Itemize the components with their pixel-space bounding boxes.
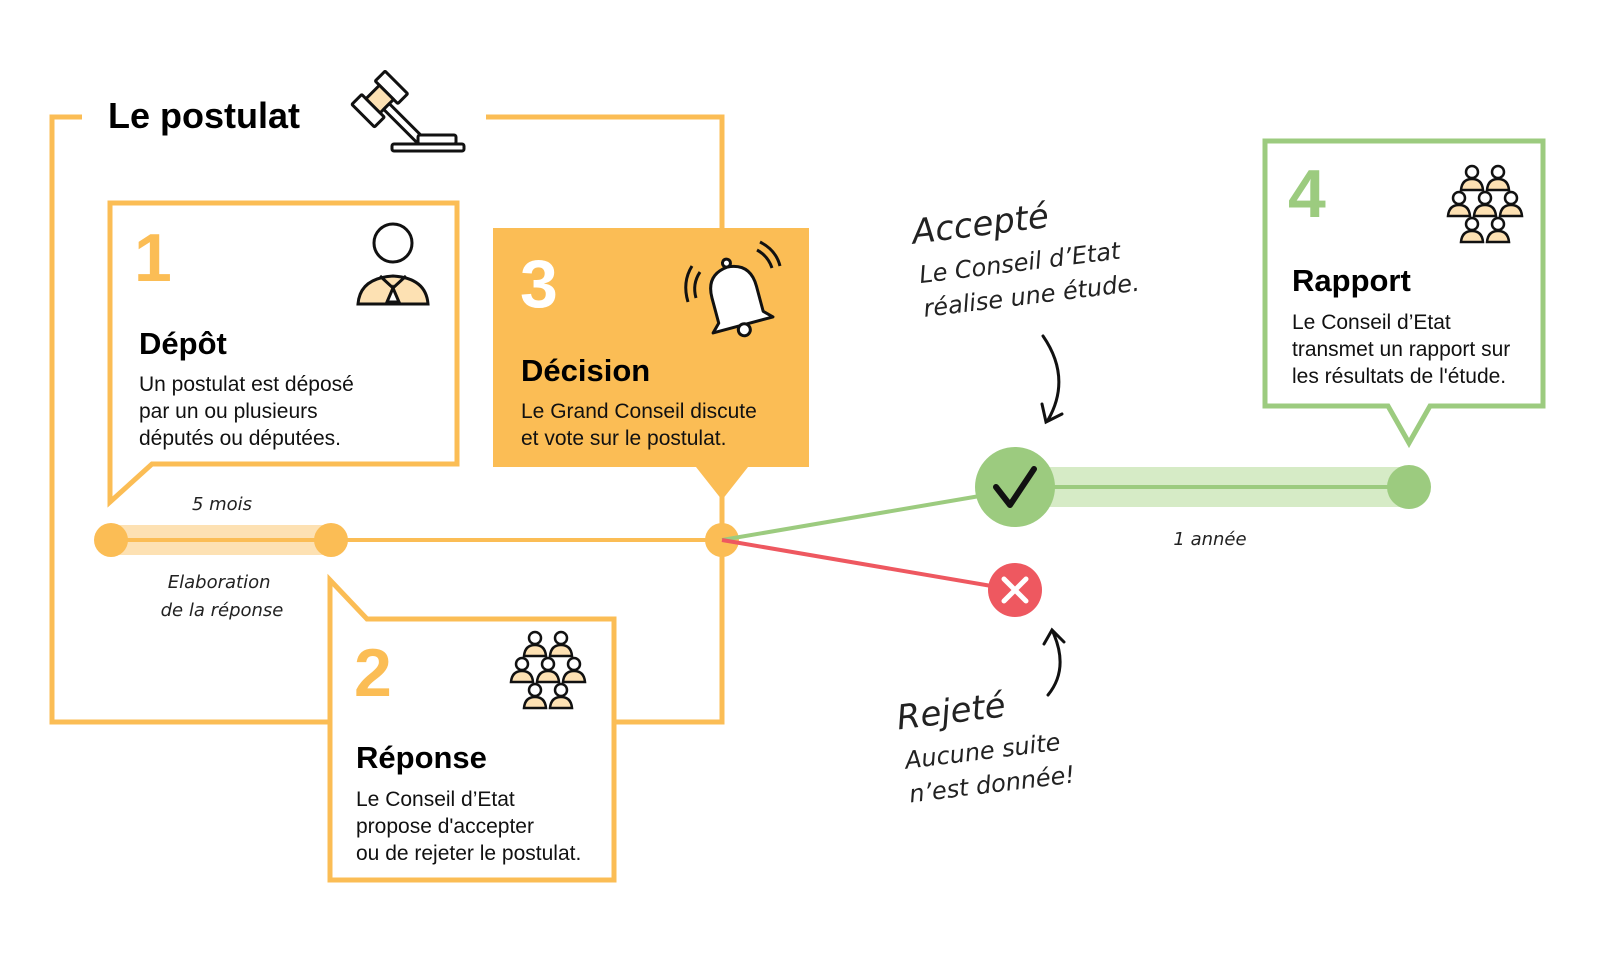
- step-3-line-2: et vote sur le postulat.: [521, 427, 726, 450]
- step-3-card: 3 Décision Le Grand Conseil discute et v…: [493, 228, 809, 500]
- step-4-line-1: Le Conseil d’Etat: [1292, 311, 1451, 334]
- elaboration-line-2: de la réponse: [161, 600, 284, 621]
- step-3-line-1: Le Grand Conseil discute: [521, 400, 757, 423]
- step-3-heading: Décision: [521, 353, 650, 388]
- duration-five-months: 5 mois: [192, 494, 252, 515]
- svg-text:Un postulat est déposé p: Un postulat est déposé par un ou plusieu…: [139, 373, 360, 450]
- step-1-number: 1: [134, 220, 172, 296]
- duration-one-year: 1 année: [1173, 529, 1246, 550]
- svg-text:Le Conseil d’Etat transm: Le Conseil d’Etat transmet un rapport su…: [1292, 311, 1516, 388]
- step-2-line-3: ou de rejeter le postulat.: [356, 842, 581, 865]
- step-4-number: 4: [1288, 156, 1326, 232]
- bell-icon: [684, 240, 782, 338]
- step-1-line-3: députés ou députées.: [139, 427, 341, 450]
- timeline-response-dot: [314, 523, 348, 557]
- svg-text:Elaboration de la réponse: Elaboration de la réponse: [161, 572, 284, 621]
- accepted-branch: [721, 488, 1016, 542]
- svg-text:Aucune suite n’est donné: Aucune suite n’est donnée!: [901, 727, 1076, 809]
- person-icon: [356, 222, 430, 306]
- group-icon: [509, 630, 587, 710]
- step-1-heading: Dépôt: [139, 326, 227, 361]
- step-1-line-1: Un postulat est déposé: [139, 373, 354, 396]
- step-3-number: 3: [520, 246, 558, 322]
- step-4-card: 4 Rapport Le Conseil d’Etat transmet un …: [1262, 138, 1546, 449]
- timeline-start-dot: [94, 523, 128, 557]
- step-2-card: 2 Réponse Le Conseil d’Etat propose d'ac…: [327, 573, 617, 883]
- accepted-annotation: Accepté Le Conseil d’Etat réalise une ét…: [908, 196, 1141, 323]
- page-title: Le postulat: [108, 95, 300, 136]
- step-1-card: 1 Dépôt Un postulat est déposé par un ou…: [107, 200, 460, 508]
- step-4-line-3: les résultats de l'étude.: [1292, 365, 1506, 388]
- step-1-line-2: par un ou plusieurs: [139, 400, 318, 423]
- group-icon: [1446, 164, 1524, 244]
- step-2-line-1: Le Conseil d’Etat: [356, 788, 515, 811]
- svg-text:Le Grand Conseil discute: Le Grand Conseil discute et vote sur le …: [521, 400, 763, 450]
- rejected-branch: [721, 538, 1016, 592]
- gavel-icon: [350, 70, 466, 153]
- step-2-number: 2: [354, 635, 392, 711]
- year-end-dot: [1387, 465, 1431, 509]
- elaboration-line-1: Elaboration: [168, 572, 271, 593]
- rejected-annotation: Rejeté Aucune suite n’est donnée!: [894, 685, 1076, 809]
- cross-icon: [988, 563, 1042, 617]
- step-1-bubble: [107, 200, 460, 508]
- rejected-arrow: [1042, 627, 1066, 697]
- accepted-title: Accepté: [908, 196, 1051, 253]
- step-4-line-2: transmet un rapport sur: [1292, 338, 1510, 361]
- accepted-arrow: [1040, 334, 1064, 425]
- check-icon: [975, 447, 1055, 527]
- step-2-line-2: propose d'accepter: [356, 815, 534, 838]
- rejected-title: Rejeté: [894, 685, 1007, 738]
- step-2-heading: Réponse: [356, 740, 487, 775]
- svg-text:Le Conseil d’Etat propos: Le Conseil d’Etat propose d'accepter ou …: [356, 788, 581, 865]
- step-4-heading: Rapport: [1292, 263, 1411, 298]
